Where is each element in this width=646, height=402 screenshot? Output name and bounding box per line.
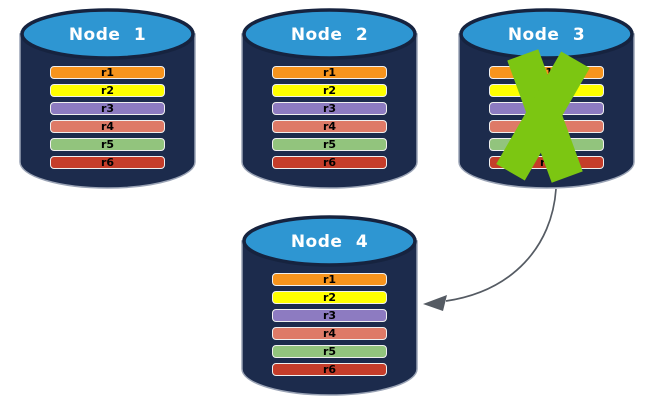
node-title: Node 2	[290, 25, 369, 45]
node-3: Node 3 r1 r2 r3 r4 r5 r6	[458, 8, 635, 191]
replica-row-r6: r6	[50, 156, 165, 169]
replica-row-r1: r1	[50, 66, 165, 79]
replica-row-r4: r4	[272, 327, 387, 340]
replica-row-r5: r5	[489, 138, 604, 151]
arrowhead-icon	[423, 295, 447, 311]
replica-row-r2: r2	[489, 84, 604, 97]
replica-rows: r1 r2 r3 r4 r5 r6	[489, 66, 604, 174]
cylinder-top	[20, 8, 195, 60]
replica-row-r4: r4	[489, 120, 604, 133]
replica-row-r4: r4	[272, 120, 387, 133]
replica-row-r1: r1	[272, 273, 387, 286]
node-title: Node 1	[68, 25, 147, 45]
node-title: Node 3	[507, 25, 586, 45]
replica-row-r5: r5	[50, 138, 165, 151]
node-4: Node 4 r1 r2 r3 r4 r5 r6	[241, 215, 418, 398]
replica-rows: r1 r2 r3 r4 r5 r6	[272, 273, 387, 381]
arrow-curve	[445, 188, 557, 302]
replica-rows: r1 r2 r3 r4 r5 r6	[50, 66, 165, 174]
replica-row-r2: r2	[50, 84, 165, 97]
replica-row-r3: r3	[272, 102, 387, 115]
replica-row-r3: r3	[489, 102, 604, 115]
node-1: Node 1 r1 r2 r3 r4 r5 r6	[19, 8, 196, 191]
replica-row-r6: r6	[272, 156, 387, 169]
node-title: Node 4	[290, 232, 369, 252]
replica-row-r6: r6	[272, 363, 387, 376]
replica-row-r1: r1	[489, 66, 604, 79]
replica-row-r5: r5	[272, 345, 387, 358]
replica-row-r5: r5	[272, 138, 387, 151]
replica-row-r3: r3	[50, 102, 165, 115]
replica-row-r6: r6	[489, 156, 604, 169]
replica-row-r2: r2	[272, 84, 387, 97]
cylinder-top	[242, 215, 417, 267]
replica-row-r1: r1	[272, 66, 387, 79]
replica-row-r3: r3	[272, 309, 387, 322]
node-2: Node 2 r1 r2 r3 r4 r5 r6	[241, 8, 418, 191]
replica-row-r4: r4	[50, 120, 165, 133]
replica-rows: r1 r2 r3 r4 r5 r6	[272, 66, 387, 174]
cylinder-top	[242, 8, 417, 60]
replica-row-r2: r2	[272, 291, 387, 304]
